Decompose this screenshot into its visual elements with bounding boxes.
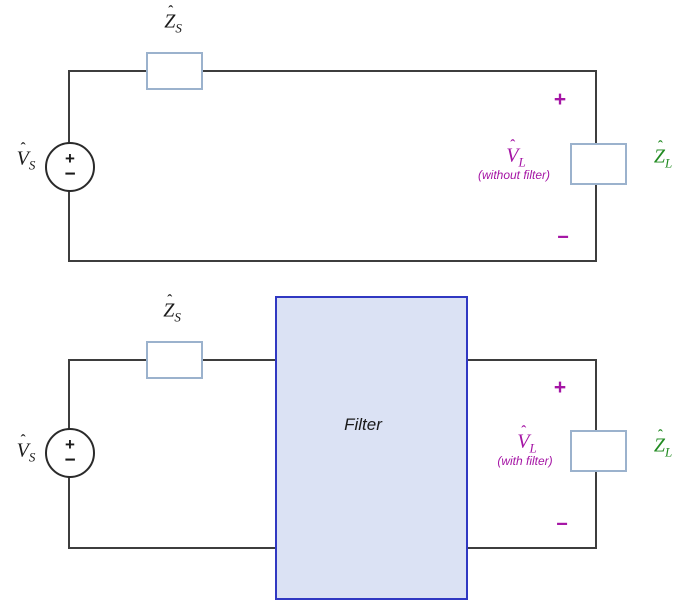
hat-accent: ˆ — [20, 140, 26, 157]
filter-label: Filter — [344, 415, 382, 434]
hat-accent: ˆ — [20, 432, 26, 449]
hat-accent: ˆ — [657, 427, 663, 444]
hat-accent: ˆ — [167, 292, 173, 309]
voltage-source-symbol: + − — [45, 142, 95, 192]
series-impedance-box — [146, 341, 203, 379]
hat-accent: ˆ — [510, 137, 516, 154]
load-voltage-note: (without filter) — [477, 168, 551, 182]
load-impedance-box — [570, 143, 627, 185]
load-impedance-box — [570, 430, 627, 472]
load-minus-sign: − — [557, 226, 569, 249]
load-plus-sign: + — [553, 376, 567, 399]
hat-accent: ˆ — [521, 423, 527, 440]
filter-block — [275, 296, 468, 600]
wire-bottom — [69, 260, 597, 262]
source-plus-sign: + — [65, 149, 75, 168]
wire-top — [69, 70, 597, 72]
series-impedance-box — [146, 52, 203, 90]
load-plus-sign: + — [553, 88, 567, 111]
source-minus-sign: − — [64, 164, 76, 185]
source-plus-sign: + — [65, 435, 75, 454]
voltage-source-symbol: + − — [45, 428, 95, 478]
load-minus-sign: − — [556, 513, 568, 536]
load-voltage-note: (with filter) — [497, 454, 553, 468]
hat-accent: ˆ — [657, 138, 663, 155]
source-minus-sign: − — [64, 450, 76, 471]
hat-accent: ˆ — [168, 3, 174, 20]
